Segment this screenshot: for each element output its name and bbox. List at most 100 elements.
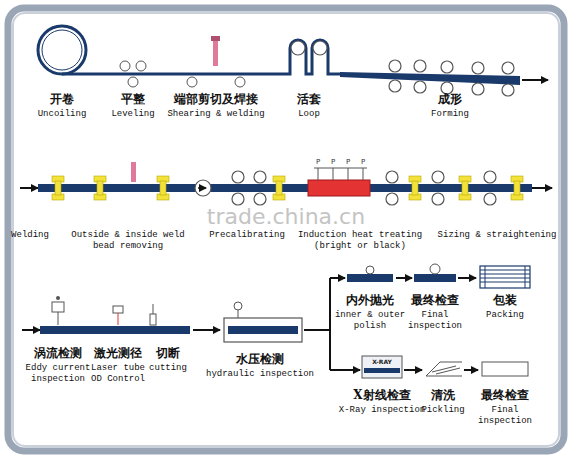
flow-arrow	[522, 79, 548, 81]
guide-rollers	[254, 193, 266, 205]
forming-rollers	[389, 60, 514, 96]
step-label-en: Final inspection	[405, 310, 465, 332]
forming-rollers	[502, 84, 514, 96]
clamp-rollers	[412, 181, 418, 195]
bundle-lines	[480, 274, 530, 275]
heater-mark: P	[316, 158, 320, 166]
step-label-en: Pickling	[421, 405, 464, 416]
flow-arrow	[396, 277, 412, 279]
bundle-lines	[480, 282, 530, 283]
induction-heater	[308, 180, 370, 196]
xray-box	[362, 356, 402, 378]
step-label-zh: 最终检查	[481, 388, 529, 402]
heater-leads	[314, 168, 367, 180]
step-label-en: Packing	[486, 310, 524, 321]
step-label-zh: 最终检查	[411, 293, 459, 307]
step-label-en: Final inspection	[475, 405, 535, 427]
forming-rollers	[389, 60, 401, 72]
shear-roller	[187, 77, 197, 87]
step-label-en: Outside & inside weld bead removing	[67, 230, 189, 252]
heater-leads	[348, 168, 349, 180]
clamp-rollers	[52, 176, 523, 200]
step-label-en: Leveling	[111, 109, 154, 120]
forming-rollers	[472, 83, 484, 95]
step-label-en: Eddy current inspection	[18, 363, 98, 385]
forming-tube	[340, 72, 520, 85]
forming-rollers	[389, 80, 401, 92]
pickling-tank	[426, 362, 462, 376]
laser-beam	[118, 313, 119, 325]
clamp-rollers	[55, 181, 61, 195]
heater-leads	[314, 168, 367, 169]
flow-arrow	[532, 187, 552, 189]
branch-line	[329, 278, 331, 370]
gauge-stem	[238, 310, 239, 318]
guide-rollers	[386, 171, 398, 183]
loop-roller	[291, 41, 305, 55]
hydraulic-tank	[224, 318, 302, 342]
heater-mark: P	[331, 158, 335, 166]
flow-arrow	[193, 329, 220, 331]
step-label-en: inner & outer polish	[330, 310, 410, 332]
frame-inner	[13, 13, 559, 446]
forming-rollers	[472, 62, 484, 74]
bundle-lines	[485, 266, 486, 288]
flow-arrow	[464, 369, 478, 371]
step-label-en: Precalibrating	[209, 230, 285, 241]
step-label-en: Forming	[431, 109, 469, 120]
guide-rollers	[484, 193, 496, 205]
flow-arrow	[330, 277, 345, 279]
flow-arrow	[458, 277, 476, 279]
heater-leads	[318, 168, 319, 180]
forming-rollers	[502, 62, 514, 74]
clamp-rollers	[97, 181, 103, 195]
inspect-tube	[414, 274, 456, 282]
step-label-zh: 水压检测	[236, 352, 284, 366]
step-label-zh: 开卷	[50, 92, 74, 106]
precalibrating-roll	[195, 180, 211, 196]
step-label-zh: 涡流检测	[34, 346, 82, 360]
step-label-zh: X射线检查	[353, 388, 410, 402]
step-label-en: X-Ray inspection	[339, 405, 425, 416]
step-label-en: Laser tube OD Control	[85, 363, 151, 385]
clamp-rollers	[462, 181, 468, 195]
frame	[8, 8, 564, 451]
guide-rollers	[254, 171, 266, 183]
flow-arrow	[404, 369, 422, 371]
guide-rollers	[432, 171, 444, 183]
step-label-en: Shearing & welding	[167, 109, 264, 120]
pickling-tank	[432, 366, 456, 372]
step-label-en: Uncoiling	[38, 109, 87, 120]
polish-tube	[347, 274, 393, 282]
step-label-en: cutting	[149, 363, 187, 374]
step-label-en: hydraulic inspection	[206, 369, 314, 380]
step-label-zh: 活套	[297, 92, 321, 106]
pickling-tank	[426, 362, 462, 376]
loop-roller	[313, 41, 327, 55]
step-label-zh: 切断	[156, 346, 180, 360]
steel-strip	[62, 40, 340, 74]
step-label-en: Induction heat treating (bright or black…	[290, 230, 430, 252]
step-label-zh: 成形	[438, 92, 462, 106]
step-label-en: Loop	[298, 109, 320, 120]
welding-torch	[213, 40, 218, 66]
laser-gauge	[113, 306, 123, 313]
cutting-stem	[153, 304, 154, 314]
forming-rollers	[414, 81, 426, 93]
bundle-lines	[525, 266, 526, 288]
pressure-gauge	[234, 302, 242, 310]
polish-head	[366, 266, 374, 274]
forming-rollers	[441, 61, 453, 73]
welding-torch-cap	[211, 36, 220, 41]
guide-rollers	[386, 193, 398, 205]
hydraulic-tube	[228, 326, 298, 334]
guide-rollers	[232, 193, 244, 205]
final-box	[482, 362, 528, 376]
pickling-tank	[426, 376, 462, 377]
cutting-blade	[150, 314, 156, 325]
step-label-zh: 激光测径	[94, 346, 142, 360]
guide-rollers	[232, 171, 244, 183]
guide-rollers	[484, 171, 496, 183]
